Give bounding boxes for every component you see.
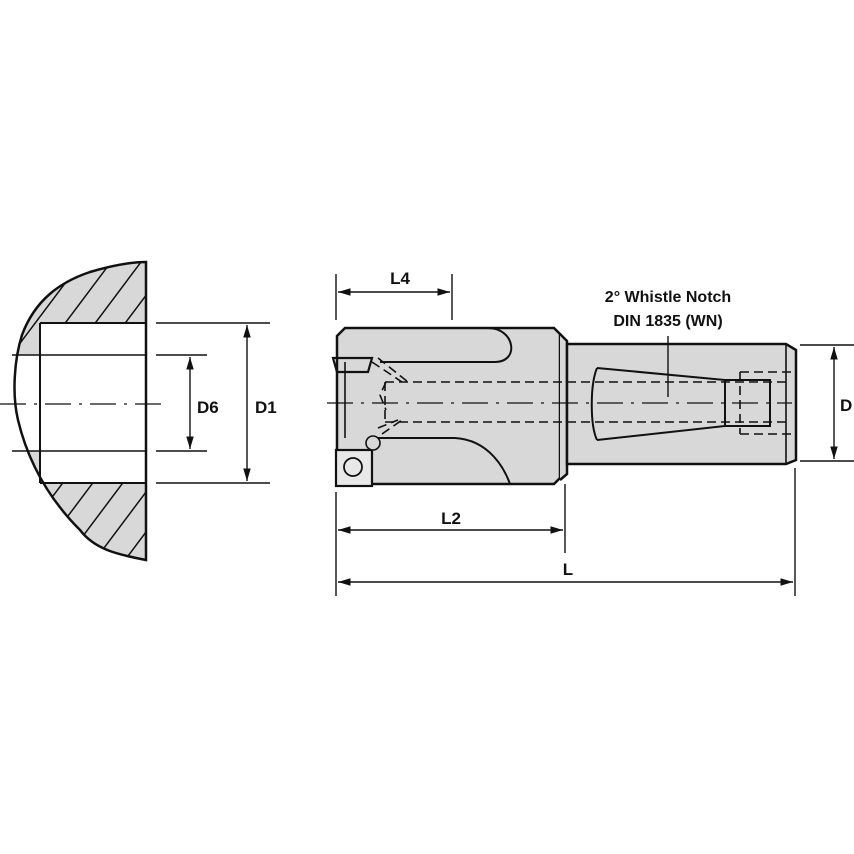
callout-line2: DIN 1835 (WN) — [613, 313, 722, 330]
d6-label: D6 — [197, 398, 219, 417]
l2-label: L2 — [441, 509, 461, 528]
bottom-insert — [334, 448, 374, 488]
l-label: L — [563, 560, 573, 579]
section-view: D6 D1 — [0, 260, 277, 562]
l4-label: L4 — [390, 269, 410, 288]
callout-line1: 2° Whistle Notch — [605, 289, 731, 306]
d1-label: D1 — [255, 398, 277, 417]
shank — [565, 342, 798, 466]
insert-screw-icon — [343, 457, 363, 477]
top-insert — [331, 356, 374, 374]
tool-view: 2° Whistle Notch DIN 1835 (WN) L4 D L2 L — [327, 269, 854, 596]
d-label: D — [840, 396, 852, 415]
hatched-workpiece — [14, 262, 146, 560]
cutter-body — [335, 326, 562, 486]
